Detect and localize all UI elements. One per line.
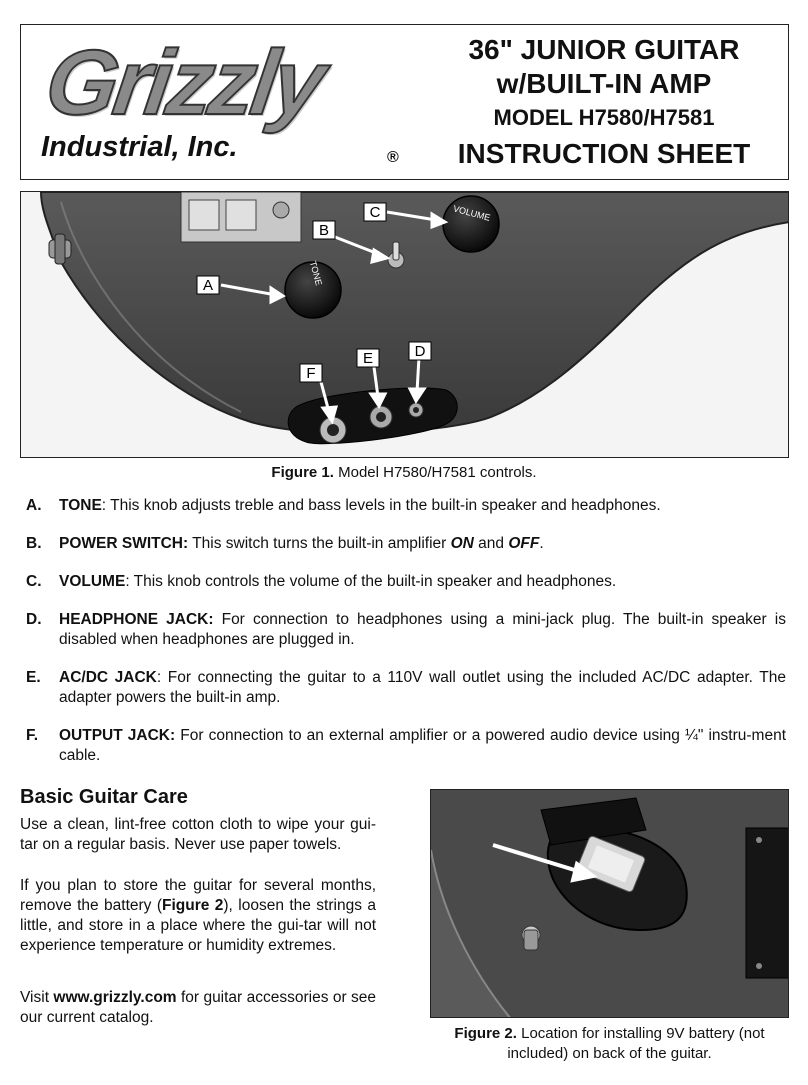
care-paragraph-3: Visit www.grizzly.com for guitar accesso…	[20, 988, 376, 1028]
battery-compartment-illustration	[431, 790, 788, 1017]
item-text: .	[539, 535, 544, 552]
care-paragraph-2: If you plan to store the guitar for seve…	[20, 876, 376, 956]
care-paragraph-1: Use a clean, lint-free cotton cloth to w…	[20, 816, 376, 853]
title-line-2: w/BUILT-IN AMP	[496, 68, 712, 99]
item-text: This knob adjusts treble and bass levels…	[106, 497, 661, 514]
item-text: and	[473, 535, 509, 552]
title-line-1: 36" JUNIOR GUITAR	[468, 34, 740, 65]
callout-d: D	[415, 343, 426, 360]
callout-f: F	[306, 365, 315, 382]
document-title: 36" JUNIOR GUITAR w/BUILT-IN AMP MODEL H…	[434, 33, 774, 173]
care-text: ), loosen the strings a little, and stor…	[20, 897, 376, 954]
callout-b: B	[319, 222, 329, 239]
callout-e: E	[363, 350, 373, 367]
figure-2-reference: Figure 2	[162, 897, 224, 914]
care-text: for guitar accessories or see our curren…	[20, 989, 376, 1026]
list-item-power-switch: B. POWER SWITCH: This switch turns the b…	[26, 534, 786, 554]
callout-c: C	[370, 204, 381, 221]
figure-1-caption: Figure 1. Model H7580/H7581 controls.	[0, 464, 808, 481]
item-letter: A.	[26, 497, 42, 514]
item-term: OUTPUT JACK:	[59, 727, 176, 744]
list-item-output-jack: F. OUTPUT JACK: For connection to an ext…	[26, 726, 786, 766]
grizzly-logo: Grizzly Industrial, Inc. ®	[31, 31, 401, 175]
item-term: VOLUME	[59, 573, 126, 590]
website-link: www.grizzly.com	[53, 989, 177, 1006]
item-separator: :	[101, 497, 107, 514]
item-off: OFF	[508, 535, 540, 552]
item-letter: E.	[26, 669, 41, 686]
figure-1-label: Figure 1.	[271, 464, 334, 481]
item-text: For connecting the guitar to a 110V wall…	[59, 669, 786, 706]
guitar-controls-illustration: TONE VOLUME	[39, 192, 788, 445]
list-item-headphone-jack: D. HEADPHONE JACK: For connection to hea…	[26, 610, 786, 650]
header-box: Grizzly Industrial, Inc. ® 36" JUNIOR GU…	[20, 24, 789, 180]
logo-subtitle: Industrial, Inc.	[41, 131, 238, 163]
title-line-4: INSTRUCTION SHEET	[457, 138, 751, 169]
figure-1-photo: TONE VOLUME	[20, 191, 789, 458]
figure-2-text: Location for installing 9V battery (not …	[507, 1025, 765, 1062]
callout-a: A	[203, 277, 213, 294]
item-term: AC/DC JACK	[59, 669, 157, 686]
item-on: ON	[450, 535, 474, 552]
figure-1-text: Model H7580/H7581 controls.	[333, 464, 537, 481]
section-heading: Basic Guitar Care	[20, 786, 188, 808]
figure-2-caption: Figure 2. Location for installing 9V bat…	[430, 1024, 789, 1064]
care-text: If you plan to store the guitar for seve…	[20, 877, 376, 914]
item-letter: D.	[26, 611, 42, 628]
list-item-tone: A. TONE: This knob adjusts treble and ba…	[26, 496, 786, 516]
list-item-acdc-jack: E. AC/DC JACK: For connecting the guitar…	[26, 668, 786, 708]
list-item-volume: C. VOLUME: This knob controls the volume…	[26, 572, 786, 592]
item-text: This knob controls the volume of the bui…	[129, 573, 617, 590]
registered-mark: ®	[387, 149, 399, 166]
item-letter: B.	[26, 535, 42, 552]
item-separator: :	[125, 573, 130, 590]
item-text: For connection to an external amplifier …	[59, 727, 786, 764]
item-term: POWER SWITCH:	[59, 535, 189, 552]
item-separator: :	[156, 669, 162, 686]
logo-wordmark: Grizzly	[39, 31, 329, 135]
title-model: MODEL H7580/H7581	[493, 105, 715, 130]
figure-2-photo	[430, 789, 789, 1018]
item-text: For connection to headphones using a min…	[59, 611, 786, 648]
item-term: TONE	[59, 497, 102, 514]
care-text: Visit	[20, 989, 54, 1006]
item-text: This switch turns the built-in amplifier	[188, 535, 451, 552]
item-letter: C.	[26, 573, 42, 590]
item-term: HEADPHONE JACK:	[59, 611, 214, 628]
item-letter: F.	[26, 727, 39, 744]
figure-2-label: Figure 2.	[454, 1025, 517, 1042]
